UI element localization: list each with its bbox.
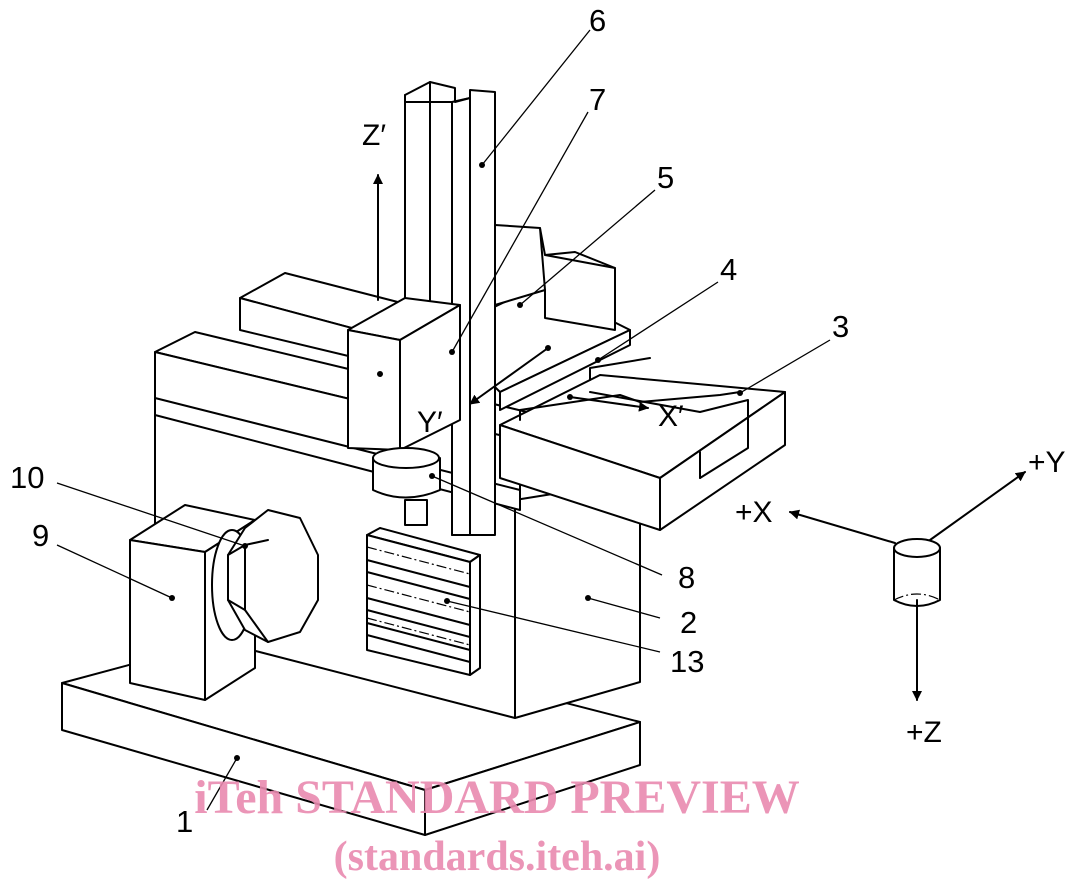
spindle-tool — [372, 447, 441, 526]
plus-x-arrow — [789, 509, 896, 544]
callout-7: 7 — [589, 82, 606, 117]
axis-labels: Z′ Y′ X′ +X +Y +Z — [362, 119, 1066, 749]
callout-3: 3 — [832, 309, 849, 344]
watermark: iTeh STANDARD PREVIEW (standards.iteh.ai… — [194, 771, 799, 880]
spindle-head — [347, 297, 461, 451]
machine-axis-arrows — [373, 174, 649, 412]
watermark-line-1: iTeh STANDARD PREVIEW — [194, 771, 799, 824]
rotary-faceplate — [211, 509, 319, 643]
plus-y-arrow — [929, 471, 1026, 541]
leader-lines — [56, 29, 831, 811]
y-prime-arrow — [469, 347, 549, 405]
callout-labels: 1 2 3 4 5 6 7 8 9 10 13 — [10, 3, 849, 839]
table — [499, 357, 786, 531]
callout-4: 4 — [720, 252, 737, 287]
callout-6: 6 — [589, 3, 606, 38]
x-prime-label: X′ — [658, 400, 684, 433]
callout-13: 13 — [670, 644, 704, 679]
y-prime-label: Y′ — [417, 406, 443, 439]
z-prime-label: Z′ — [362, 119, 386, 152]
callout-8: 8 — [678, 560, 695, 595]
workpiece-coordinate-symbol — [789, 471, 1026, 701]
callout-5: 5 — [657, 160, 674, 195]
plus-z-label: +Z — [906, 716, 942, 749]
x-prime-arrow — [569, 396, 649, 412]
fixture-block — [366, 527, 481, 676]
callout-9: 9 — [32, 518, 49, 553]
plus-y-label: +Y — [1028, 446, 1066, 479]
callout-1: 1 — [176, 804, 193, 839]
callout-10: 10 — [10, 460, 44, 495]
callout-2: 2 — [680, 605, 697, 640]
plus-x-label: +X — [735, 496, 773, 529]
watermark-line-2: (standards.iteh.ai) — [334, 834, 661, 880]
